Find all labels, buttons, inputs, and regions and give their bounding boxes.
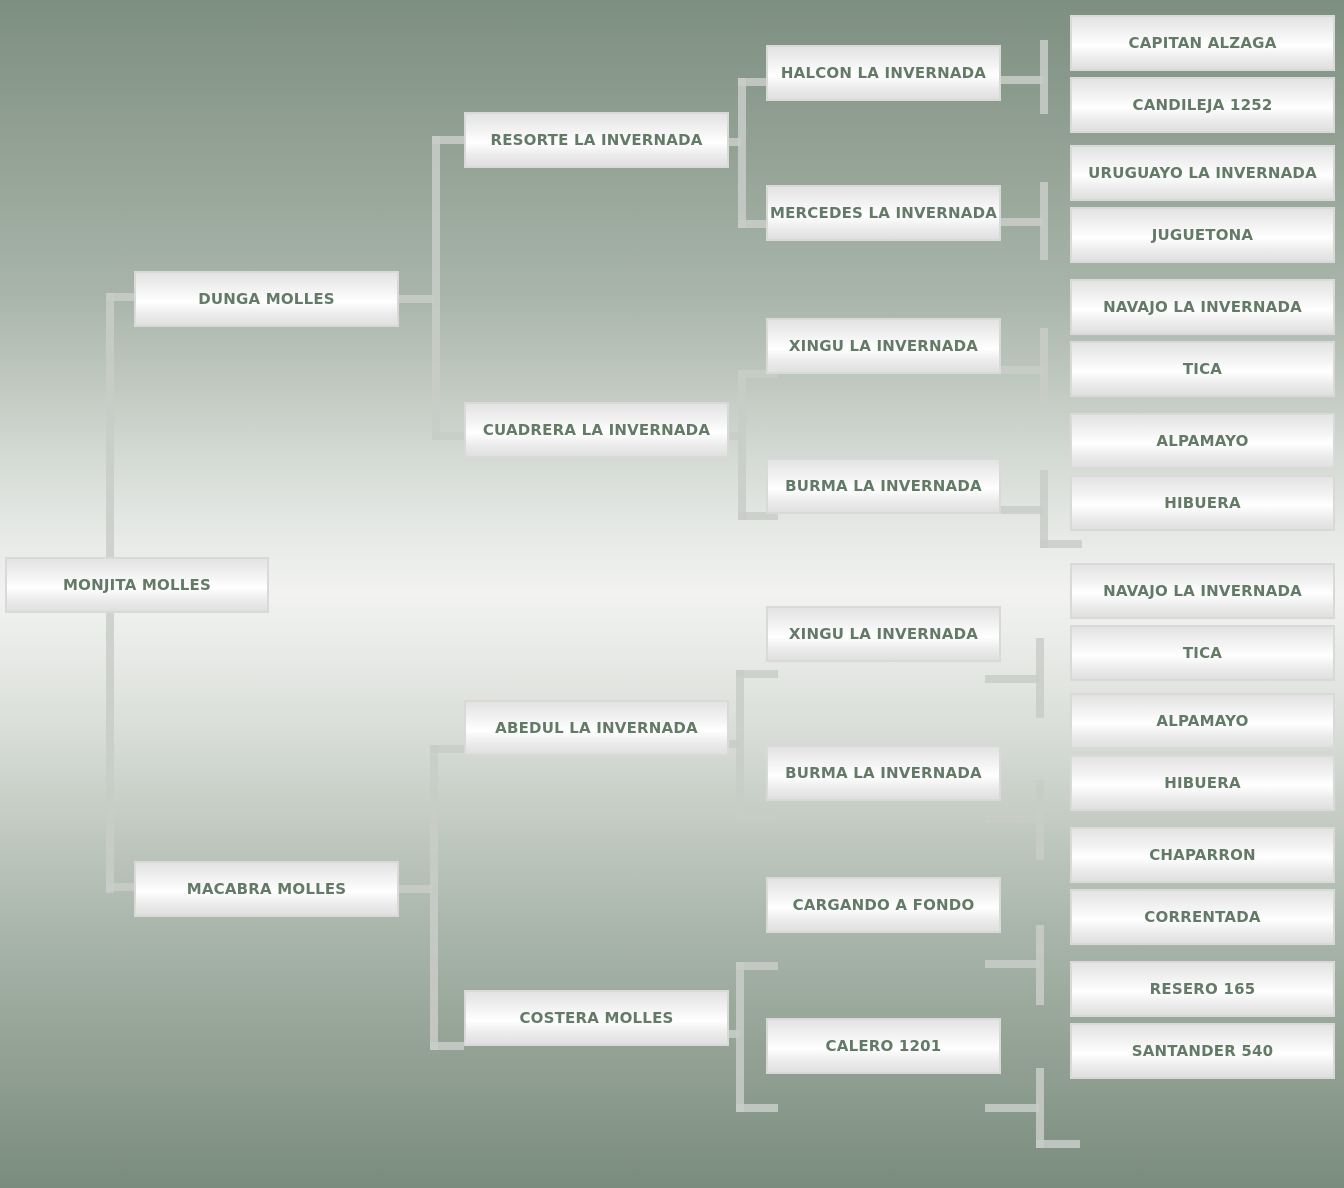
connector-line [738,370,778,378]
connector-line [736,962,744,1112]
connector-line [1040,182,1048,260]
horse-great-grandparent[interactable]: BURMA LA INVERNADA [766,458,1001,514]
horse-great-grandparent[interactable]: HALCON LA INVERNADA [766,45,1001,101]
connector-line [985,960,1039,968]
horse-ancestor[interactable]: HIBUERA [1070,755,1335,811]
horse-sire[interactable]: DUNGA MOLLES [134,271,399,327]
horse-ancestor[interactable]: ALPAMAYO [1070,693,1335,749]
connector-line [106,883,134,891]
horse-ancestor[interactable]: RESERO 165 [1070,961,1335,1017]
horse-great-grandparent[interactable]: CALERO 1201 [766,1018,1001,1074]
connector-line [1036,638,1044,718]
horse-ancestor[interactable]: CAPITAN ALZAGA [1070,15,1335,71]
connector-line [1040,328,1048,406]
connector-line [1001,218,1043,226]
connector-line [1036,780,1044,860]
connector-line [736,670,778,678]
connector-line [1001,76,1043,84]
connector-line [736,670,744,820]
connector-line [729,138,741,146]
connector-line [738,220,766,228]
connector-line [399,295,434,303]
horse-grandparent[interactable]: CUADRERA LA INVERNADA [464,402,729,458]
horse-grandparent[interactable]: COSTERA MOLLES [464,990,729,1046]
connector-line [736,962,778,970]
connector-line [430,745,438,1050]
connector-line [738,78,766,86]
connector-line [738,370,746,520]
connector-line [1036,1140,1080,1148]
horse-ancestor[interactable]: TICA [1070,341,1335,397]
horse-ancestor[interactable]: NAVAJO LA INVERNADA [1070,563,1335,619]
horse-grandparent[interactable]: ABEDUL LA INVERNADA [464,700,729,756]
connector-line [1040,40,1048,114]
horse-ancestor[interactable]: TICA [1070,625,1335,681]
connector-line [738,78,746,228]
connector-line [1040,540,1082,548]
connector-line [985,1104,1039,1112]
horse-great-grandparent[interactable]: MERCEDES LA INVERNADA [766,185,1001,241]
horse-great-grandparent[interactable]: XINGU LA INVERNADA [766,606,1001,662]
horse-great-grandparent[interactable]: BURMA LA INVERNADA [766,745,1001,801]
connector-line [738,512,778,520]
connector-line [399,885,432,893]
horse-ancestor[interactable]: URUGUAYO LA INVERNADA [1070,145,1335,201]
horse-subject[interactable]: MONJITA MOLLES [5,557,269,613]
connector-line [729,740,739,748]
connector-line [1001,366,1043,374]
connector-line [432,432,464,440]
connector-line [1036,1068,1044,1148]
connector-line [736,1104,778,1112]
horse-ancestor[interactable]: JUGUETONA [1070,207,1335,263]
horse-ancestor[interactable]: ALPAMAYO [1070,413,1335,469]
horse-ancestor[interactable]: NAVAJO LA INVERNADA [1070,279,1335,335]
horse-ancestor[interactable]: SANTANDER 540 [1070,1023,1335,1079]
connector-line [430,745,464,753]
horse-ancestor[interactable]: CANDILEJA 1252 [1070,77,1335,133]
connector-line [729,432,741,440]
connector-line [430,1042,464,1050]
horse-great-grandparent[interactable]: XINGU LA INVERNADA [766,318,1001,374]
horse-grandparent[interactable]: RESORTE LA INVERNADA [464,112,729,168]
connector-line [1036,925,1044,1005]
horse-great-grandparent[interactable]: CARGANDO A FONDO [766,877,1001,933]
connector-line [736,812,778,820]
horse-ancestor[interactable]: HIBUERA [1070,475,1335,531]
connector-line [1001,506,1043,514]
connector-line [729,1030,739,1038]
horse-ancestor[interactable]: CHAPARRON [1070,827,1335,883]
connector-line [106,293,134,301]
connector-line [432,136,464,144]
horse-ancestor[interactable]: CORRENTADA [1070,889,1335,945]
connector-line [1040,470,1048,548]
connector-line [985,815,1039,823]
connector-line [432,136,440,440]
horse-dam[interactable]: MACABRA MOLLES [134,861,399,917]
connector-line [985,675,1039,683]
